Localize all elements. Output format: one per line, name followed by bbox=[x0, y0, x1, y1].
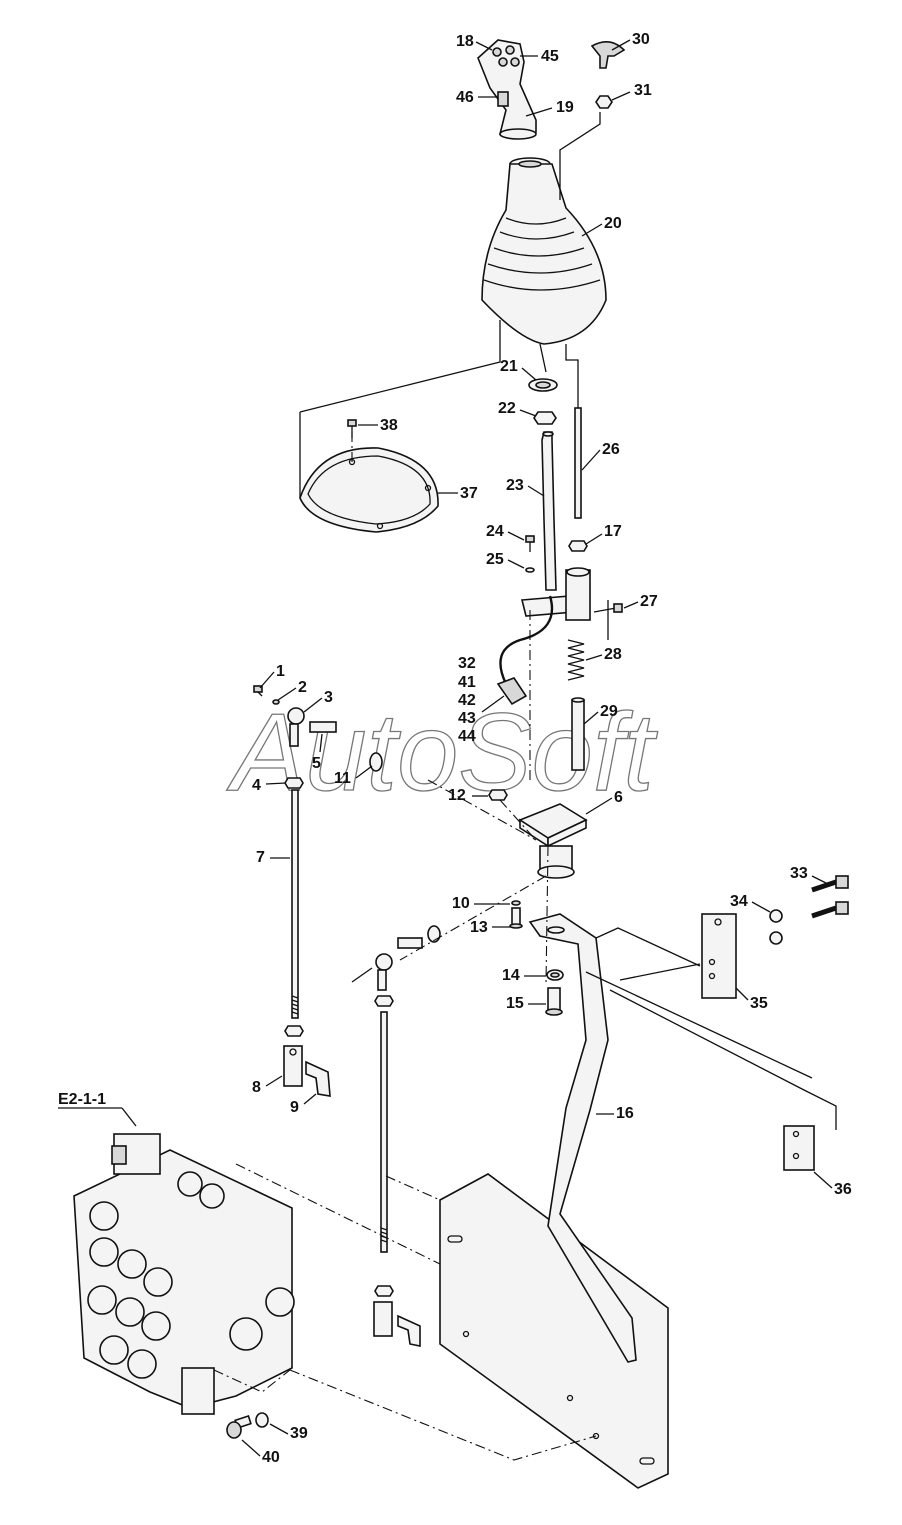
callout-6: 6 bbox=[614, 789, 623, 806]
reference-label: E2-1-1 bbox=[58, 1091, 106, 1108]
nut-31 bbox=[595, 95, 613, 109]
washer-14 bbox=[546, 969, 564, 981]
callout-45: 45 bbox=[541, 48, 559, 65]
cable-connector bbox=[496, 595, 554, 706]
callout-9: 9 bbox=[290, 1099, 299, 1116]
spring-28 bbox=[567, 639, 585, 681]
callout-46: 46 bbox=[456, 89, 474, 106]
callout-21: 21 bbox=[500, 358, 518, 375]
callout-18: 18 bbox=[456, 33, 474, 50]
callout-1: 1 bbox=[276, 663, 285, 680]
callout-28: 28 bbox=[604, 646, 622, 663]
nut-22 bbox=[533, 411, 557, 425]
callout-36: 36 bbox=[834, 1181, 852, 1198]
callout-11: 11 bbox=[334, 770, 351, 787]
rod-26 bbox=[574, 407, 582, 519]
callout-12: 12 bbox=[448, 787, 466, 804]
callout-4: 4 bbox=[252, 777, 261, 794]
callout-15: 15 bbox=[506, 995, 524, 1012]
callout-16: 16 bbox=[616, 1105, 634, 1122]
callout-25: 25 bbox=[486, 551, 504, 568]
pin-15 bbox=[545, 987, 563, 1016]
washer-2 bbox=[272, 699, 280, 705]
threaded-rod-7 bbox=[291, 789, 299, 1019]
callout-33: 33 bbox=[790, 865, 808, 882]
joystick-grip bbox=[477, 39, 537, 140]
control-valve bbox=[73, 1133, 295, 1415]
callout-19: 19 bbox=[556, 99, 574, 116]
screw-27 bbox=[593, 603, 623, 613]
callout-3: 3 bbox=[324, 689, 333, 706]
callout-31: 31 bbox=[634, 82, 652, 99]
callout-29: 29 bbox=[600, 703, 618, 720]
lever-arm-16 bbox=[528, 913, 637, 1363]
screw-24 bbox=[525, 535, 535, 552]
callout-8: 8 bbox=[252, 1079, 261, 1096]
callout-43: 43 bbox=[458, 710, 476, 727]
washer-10 bbox=[511, 900, 521, 906]
callout-26: 26 bbox=[602, 441, 620, 458]
assembly-lines bbox=[213, 432, 597, 1461]
block-35 bbox=[701, 913, 737, 999]
rod-end-mid bbox=[351, 925, 441, 991]
base-6 bbox=[518, 803, 588, 879]
seal-21 bbox=[528, 378, 558, 392]
nut-12 bbox=[488, 789, 508, 801]
mount-outline-lines bbox=[585, 927, 837, 1130]
clevis-8 bbox=[283, 1045, 303, 1087]
washer-39 bbox=[255, 1412, 269, 1428]
bolts-33 bbox=[811, 875, 849, 919]
callout-23: 23 bbox=[506, 477, 524, 494]
pin-5 bbox=[309, 721, 337, 733]
callout-42: 42 bbox=[458, 692, 476, 709]
threaded-rod-mid bbox=[373, 995, 421, 1347]
bracket-assembly bbox=[520, 567, 591, 621]
washer-25 bbox=[525, 567, 535, 573]
nut-rod-7 bbox=[284, 1025, 304, 1037]
rod-end-3 bbox=[287, 707, 305, 747]
callout-30: 30 bbox=[632, 31, 650, 48]
callout-32: 32 bbox=[458, 655, 476, 672]
rubber-boot bbox=[481, 157, 607, 345]
callout-44: 44 bbox=[458, 728, 476, 745]
nut-4 bbox=[284, 777, 304, 789]
bolt-13 bbox=[509, 907, 523, 929]
callout-27: 27 bbox=[640, 593, 658, 610]
screw-1 bbox=[253, 685, 263, 697]
block-36 bbox=[783, 1125, 815, 1171]
callout-39: 39 bbox=[290, 1425, 308, 1442]
callout-labels: 18 45 46 19 30 31 20 21 22 26 23 38 37 2… bbox=[58, 31, 852, 1466]
callout-22: 22 bbox=[498, 400, 516, 417]
callout-13: 13 bbox=[470, 919, 488, 936]
leader-lines bbox=[299, 112, 609, 640]
clip-9 bbox=[305, 1060, 331, 1097]
callout-10: 10 bbox=[452, 895, 470, 912]
callout-37: 37 bbox=[460, 485, 478, 502]
mounting-plate bbox=[439, 1173, 669, 1489]
callout-41: 41 bbox=[458, 674, 476, 691]
callout-34: 34 bbox=[730, 893, 748, 910]
callout-7: 7 bbox=[256, 849, 265, 866]
lever-tube-23 bbox=[541, 431, 557, 591]
ring-11 bbox=[369, 752, 383, 772]
callout-17: 17 bbox=[604, 523, 622, 540]
nut-17 bbox=[568, 540, 588, 552]
callout-24: 24 bbox=[486, 523, 504, 540]
callout-2: 2 bbox=[298, 679, 307, 696]
bolt-40 bbox=[226, 1415, 252, 1439]
callout-38: 38 bbox=[380, 417, 398, 434]
callout-35: 35 bbox=[750, 995, 768, 1012]
washers-34 bbox=[769, 909, 783, 945]
callout-5: 5 bbox=[312, 755, 321, 772]
callout-20: 20 bbox=[604, 215, 622, 232]
callout-40: 40 bbox=[262, 1449, 280, 1466]
callout-14: 14 bbox=[502, 967, 520, 984]
ring-plate bbox=[299, 447, 439, 533]
plunger-29 bbox=[571, 697, 585, 771]
